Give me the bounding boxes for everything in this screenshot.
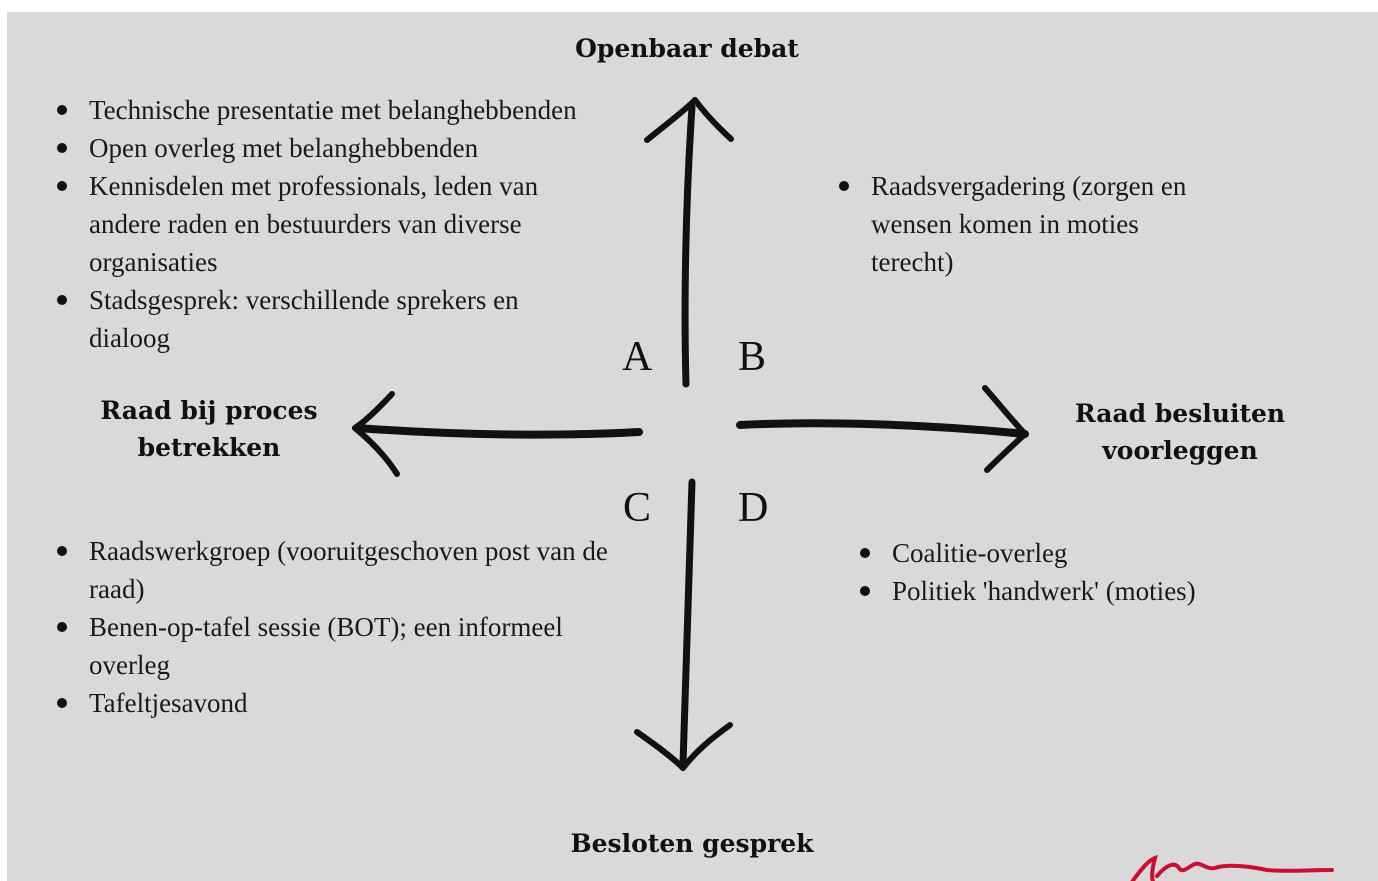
list-item: Open overleg met belanghebbenden [57, 129, 617, 167]
quadrant-c-list: Raadswerkgroep (vooruitgeschoven post va… [57, 532, 617, 722]
list-item: Tafeltjesavond [57, 684, 617, 722]
list-item: Kennisdelen met professionals, leden van… [57, 167, 569, 281]
quadrant-d-list: Coalitie-overleg Politiek 'handwerk' (mo… [860, 534, 1280, 610]
quadrant-letter-c: C [623, 485, 652, 531]
arrow-right [736, 385, 1029, 473]
axis-label-top: Openbaar debat [575, 34, 799, 63]
list-item: Raadsvergadering (zorgen en wensen komen… [839, 167, 1209, 281]
axis-label-right: Raad besluiten voorleggen [1074, 399, 1286, 465]
quadrant-letter-b: B [738, 334, 767, 380]
list-item: Technische presentatie met belanghebbend… [57, 91, 617, 129]
arrow-down [634, 478, 733, 771]
list-item: Stadsgesprek: verschillende sprekers en … [57, 281, 569, 357]
quadrant-letter-d: D [738, 485, 769, 531]
list-item: Raadswerkgroep (vooruitgeschoven post va… [57, 532, 617, 608]
diagram-canvas: Openbaar debat Besloten gesprek Raad bij… [7, 12, 1378, 881]
quadrant-arrows [352, 97, 1029, 771]
list-item: Politiek 'handwerk' (moties) [860, 572, 1280, 610]
signature-icon [1130, 854, 1334, 881]
quadrant-b-list: Raadsvergadering (zorgen en wensen komen… [839, 167, 1209, 281]
list-item: Coalitie-overleg [860, 534, 1280, 572]
axis-label-left: Raad bij proces betrekken [100, 396, 318, 462]
arrow-up [644, 97, 734, 388]
list-item: Benen-op-tafel sessie (BOT); een informe… [57, 608, 579, 684]
quadrant-a-list: Technische presentatie met belanghebbend… [57, 91, 617, 357]
quadrant-letter-a: A [622, 334, 653, 380]
arrow-left [352, 391, 643, 477]
axis-label-bottom: Besloten gesprek [570, 829, 814, 858]
